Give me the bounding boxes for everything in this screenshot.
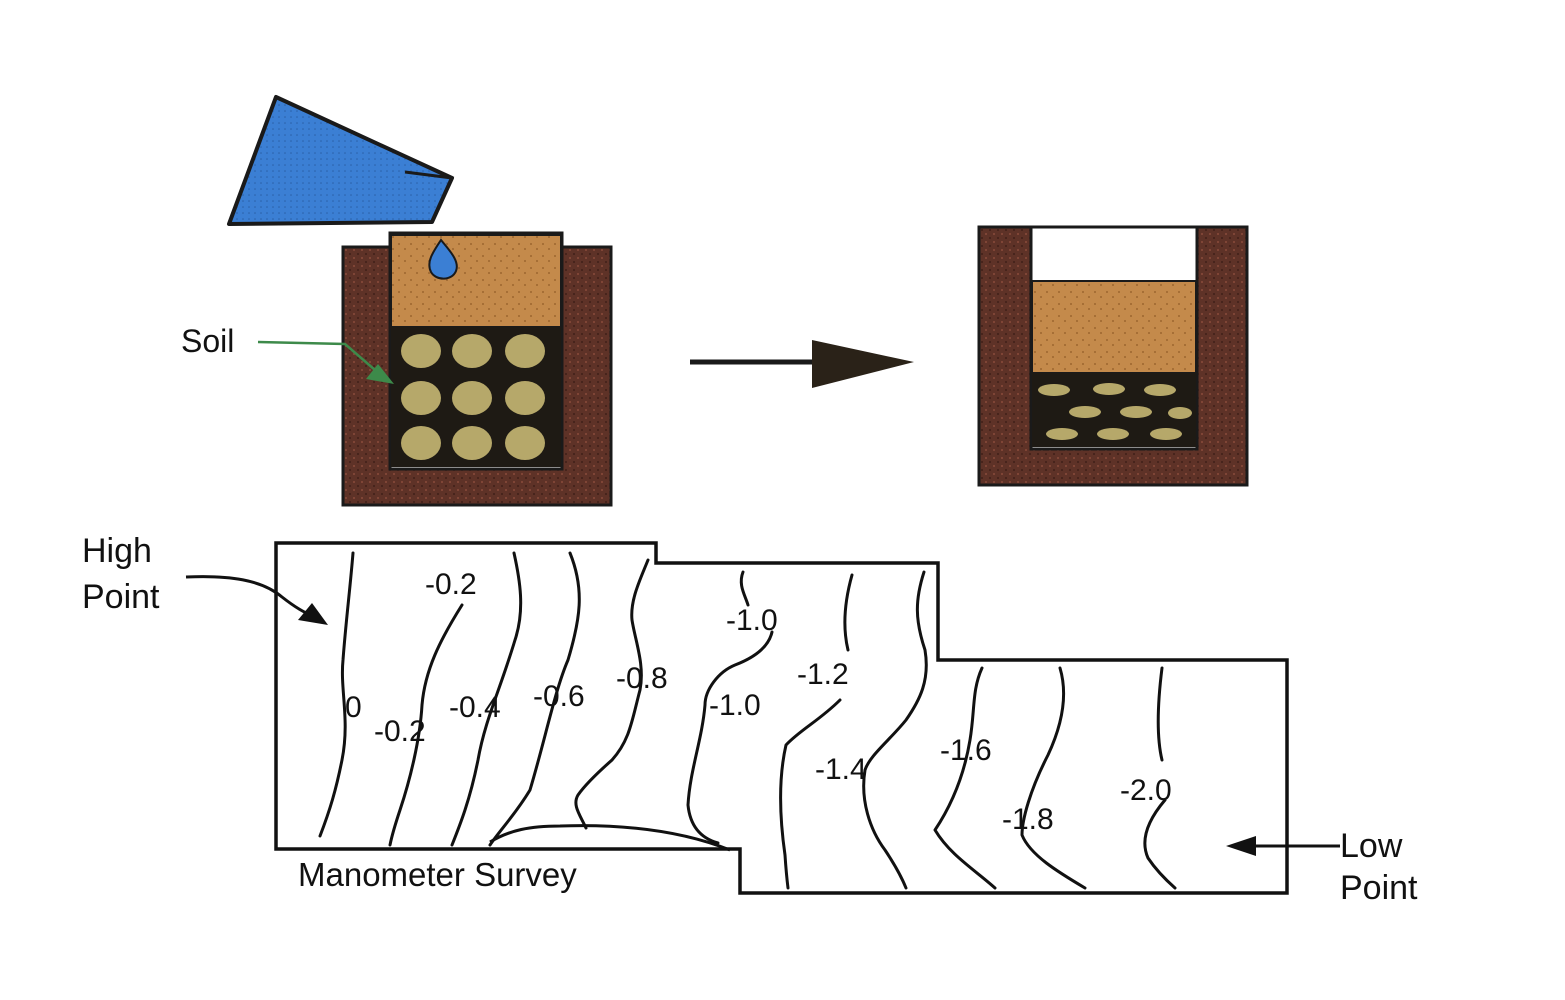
contour-line	[388, 603, 464, 847]
contour-label: -1.2	[797, 658, 849, 691]
soil-pointer-line	[257, 340, 383, 377]
contour-label: 0	[345, 691, 362, 724]
low-point-label-line2: Point	[1340, 869, 1418, 907]
high-point-label-line1: High	[82, 532, 152, 570]
contour-line	[488, 551, 581, 847]
low-point-arrowhead	[1226, 836, 1256, 856]
survey-outline	[274, 541, 1289, 895]
contour-label: -0.6	[533, 680, 585, 713]
contour-line	[1156, 666, 1164, 762]
contour-line	[574, 558, 650, 830]
contour-label: -0.2	[425, 568, 477, 601]
water-drop-icon	[428, 238, 458, 280]
soil-layer-after	[1031, 280, 1197, 374]
contour-line	[450, 551, 523, 847]
contour-line	[739, 570, 750, 607]
trench-after	[977, 225, 1249, 487]
contour-line	[862, 570, 928, 890]
contour-label: -0.8	[616, 662, 668, 695]
soil-layer-before	[390, 234, 562, 328]
contour-label: -1.8	[1002, 803, 1054, 836]
contour-line	[318, 551, 355, 838]
high-point-pointer-line	[185, 575, 313, 618]
stones-before	[401, 334, 545, 460]
contour-line	[1020, 666, 1087, 890]
contour-line	[1143, 798, 1177, 890]
stones-after	[1038, 383, 1192, 440]
soil-pointer-arrowhead	[366, 364, 394, 384]
high-point-arrowhead	[298, 603, 328, 625]
contour-line	[933, 666, 997, 890]
contour-label: -1.0	[709, 689, 761, 722]
contour-labels: -0.2 0 -0.2 -0.4 -0.6 -0.8 -1.0 -1.0 -1.…	[345, 568, 1172, 836]
soil-label: Soil	[181, 323, 234, 359]
survey-boundary-curve	[489, 824, 731, 852]
contour-line	[779, 698, 842, 890]
low-point-label-line1: Low	[1340, 827, 1403, 865]
contour-label: -0.4	[449, 691, 501, 724]
contour-label: -1.6	[940, 734, 992, 767]
contour-line	[686, 630, 774, 845]
survey-caption: Manometer Survey	[298, 856, 577, 893]
watering-can-icon	[227, 95, 455, 226]
transition-arrow-icon	[690, 340, 914, 388]
contour-line	[843, 573, 854, 652]
trench-before	[341, 231, 613, 507]
contour-lines	[318, 551, 1177, 890]
contour-label: -1.4	[815, 753, 867, 786]
high-point-label-line2: Point	[82, 578, 160, 616]
contour-label: -1.0	[726, 604, 778, 637]
contour-label: -0.2	[374, 715, 426, 748]
contour-label: -2.0	[1120, 774, 1172, 807]
